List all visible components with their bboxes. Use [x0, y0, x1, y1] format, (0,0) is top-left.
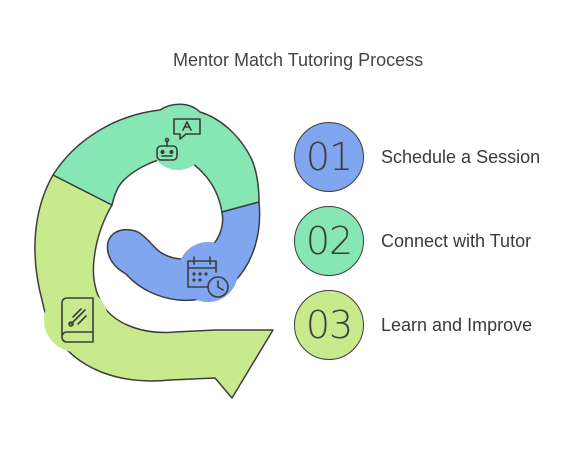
diagram-title: Mentor Match Tutoring Process: [173, 50, 424, 70]
step-number-badge: 02: [294, 206, 364, 276]
robot-chat-icon: [156, 118, 201, 161]
step-schedule: 01 Schedule a Session: [294, 121, 540, 193]
step-learn: 03 Learn and Improve: [294, 289, 532, 361]
step-number-badge: 01: [294, 122, 364, 192]
step-label: Learn and Improve: [381, 314, 533, 335]
step-connect: 02 Connect with Tutor: [294, 205, 531, 277]
calendar-clock-icon: [187, 256, 229, 298]
step-label: Schedule a Session: [381, 146, 541, 167]
book-icon: [61, 297, 94, 343]
step-label: Connect with Tutor: [381, 230, 532, 251]
step-number-badge: 03: [294, 290, 364, 360]
